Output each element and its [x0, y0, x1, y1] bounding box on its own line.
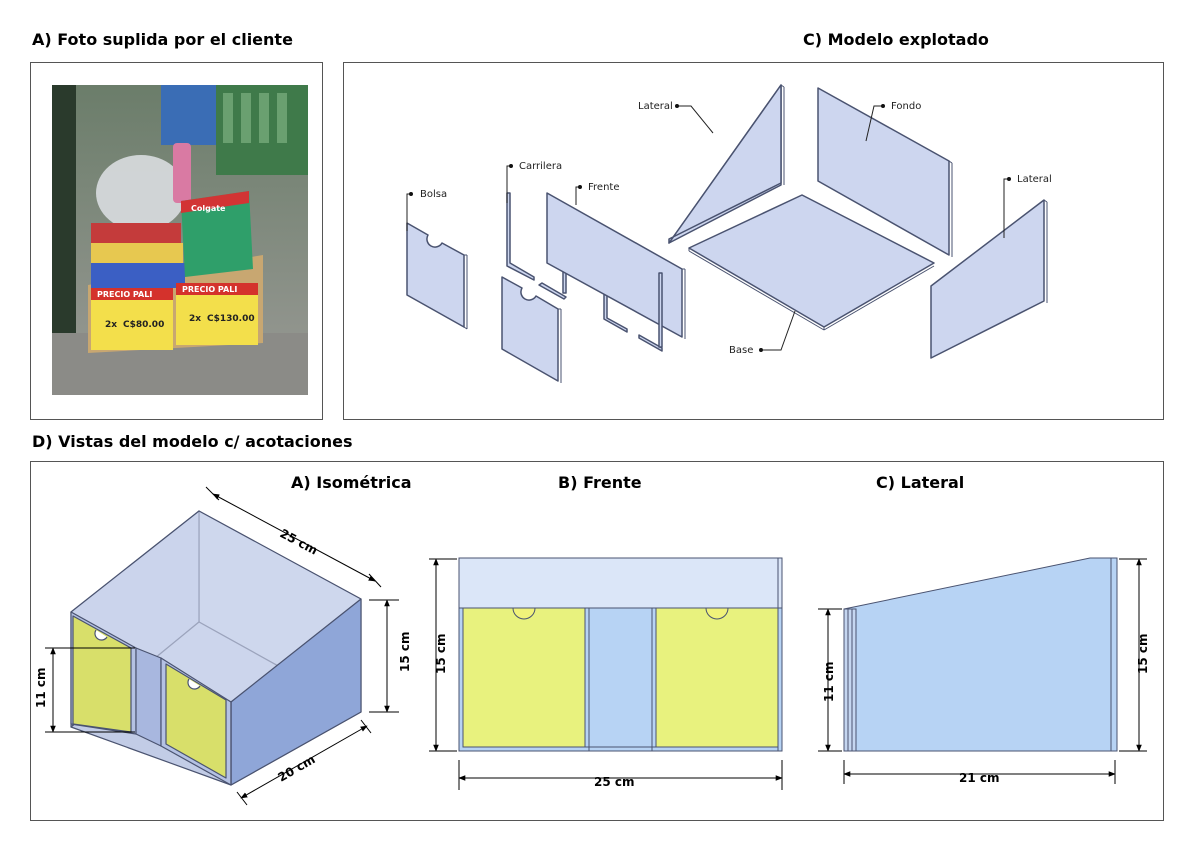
svg-text:2x: 2x — [105, 320, 117, 330]
label-lateral-left: Lateral — [638, 101, 673, 112]
client-photo-panel: Colgate PRECIO PALI 2x C$80.00 PRECIO PA… — [30, 62, 323, 420]
carrilera-rail — [638, 334, 663, 352]
side-title: C) Lateral — [876, 473, 964, 492]
bolsa-panel — [406, 222, 465, 328]
fondo-panel — [817, 87, 950, 256]
exploded-heading: C) Modelo explotado — [803, 30, 989, 49]
blue-sign — [161, 85, 216, 145]
dim-iso-width: 25 cm — [278, 526, 320, 557]
carrilera-rail — [538, 282, 567, 300]
svg-text:PRECIO PALI: PRECIO PALI — [97, 290, 152, 299]
label-fondo: Fondo — [891, 101, 921, 112]
label-bolsa: Bolsa — [420, 189, 447, 200]
dim-side-back-height: 15 cm — [1136, 634, 1150, 675]
client-photo: Colgate PRECIO PALI 2x C$80.00 PRECIO PA… — [52, 85, 308, 395]
product-box — [91, 223, 181, 243]
dim-front-height: 15 cm — [434, 634, 448, 675]
label-frente: Frente — [588, 182, 619, 193]
lateral-left-panel — [668, 84, 782, 244]
frente-panel — [546, 192, 683, 338]
svg-text:C$80.00: C$80.00 — [123, 320, 164, 330]
label-base: Base — [729, 345, 753, 356]
side-view — [843, 557, 1118, 752]
label-carrilera: Carrilera — [519, 161, 562, 172]
dim-front-width: 25 cm — [594, 775, 635, 789]
photo-heading: A) Foto suplida por el cliente — [32, 30, 293, 49]
product-box — [91, 243, 183, 263]
product-box — [91, 263, 185, 288]
colgate-box — [181, 191, 253, 277]
svg-text:2x: 2x — [189, 314, 201, 324]
carrilera-rail — [658, 272, 663, 348]
dim-iso-height: 15 cm — [398, 632, 412, 673]
front-title: B) Frente — [558, 473, 642, 492]
exploded-model-panel: Bolsa Carrilera Frente Lateral Fondo Lat… — [343, 62, 1164, 420]
views-heading: D) Vistas del modelo c/ acotaciones — [32, 432, 353, 451]
dim-side-depth: 21 cm — [959, 771, 1000, 785]
label-lateral-right: Lateral — [1017, 174, 1052, 185]
lateral-right-panel — [930, 199, 1045, 359]
dim-side-front-height: 11 cm — [822, 662, 836, 703]
svg-text:C$130.00: C$130.00 — [207, 314, 255, 324]
svg-text:PRECIO PALI: PRECIO PALI — [182, 285, 237, 294]
plastic-bag — [96, 155, 186, 231]
dimension-views-panel: A) Isométrica B) Frente C) Lateral — [30, 461, 1164, 821]
dim-iso-drawer: 11 cm — [34, 668, 48, 709]
bolsa-panel-2 — [501, 276, 559, 382]
front-view — [458, 557, 783, 752]
carrilera-rail — [506, 192, 535, 281]
bottle — [173, 143, 191, 203]
exploded-model: Bolsa Carrilera Frente Lateral Fondo Lat… — [406, 84, 1052, 383]
brand-text: Colgate — [191, 204, 226, 213]
dimension-views: A) Isométrica B) Frente C) Lateral — [34, 473, 1150, 806]
base-panel — [688, 194, 935, 328]
isometric-title: A) Isométrica — [291, 473, 412, 492]
